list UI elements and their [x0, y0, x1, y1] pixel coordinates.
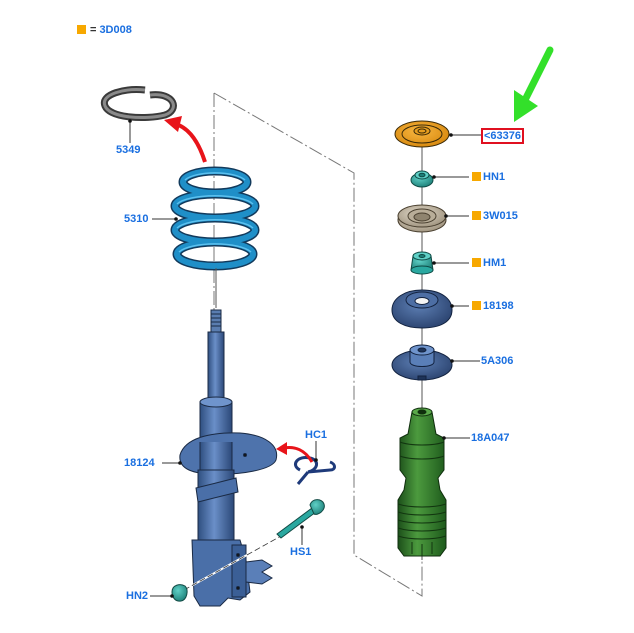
- legend: =3D008: [77, 24, 132, 36]
- bearing-washer-3w015[interactable]: [397, 204, 447, 233]
- assembly-outline: [213, 92, 423, 597]
- flange-nut-hn1[interactable]: [410, 170, 434, 188]
- callout-5310[interactable]: 5310: [124, 213, 149, 225]
- spring-insulator-ring-5349[interactable]: [100, 86, 177, 122]
- callout-63376-highlighted[interactable]: <63376: [481, 128, 525, 144]
- marker-square-icon: [472, 211, 481, 220]
- shock-absorber-strut-18124[interactable]: [179, 309, 278, 607]
- retaining-clip-hc1[interactable]: [294, 455, 336, 485]
- legend-code[interactable]: 3D008: [99, 24, 132, 36]
- green-arrow-icon: [514, 46, 554, 122]
- coil-spring-5310[interactable]: [170, 166, 260, 271]
- callout-hc1[interactable]: HC1: [305, 429, 328, 441]
- marker-square-icon: [77, 25, 86, 34]
- callout-5349[interactable]: 5349: [116, 144, 141, 156]
- callout-hn1[interactable]: HN1: [483, 171, 506, 183]
- callout-hn2[interactable]: HN2: [126, 590, 149, 602]
- bolt-hs1[interactable]: [276, 499, 325, 539]
- callout-18a047[interactable]: 18A047: [471, 432, 510, 444]
- top-cap-63376[interactable]: [394, 120, 450, 148]
- marker-square-icon: [472, 172, 481, 181]
- hex-nut-hm1[interactable]: [410, 251, 434, 275]
- callout-5a306[interactable]: 5A306: [481, 355, 514, 367]
- upper-mount-18198[interactable]: [391, 289, 453, 329]
- callout-hs1[interactable]: HS1: [290, 546, 312, 558]
- spring-seat-5a306[interactable]: [391, 344, 453, 381]
- red-arrow-icon: [164, 116, 207, 163]
- callout-18198[interactable]: 18198: [483, 300, 514, 312]
- marker-square-icon: [472, 301, 481, 310]
- red-arrow-icon: [276, 442, 314, 463]
- legend-equals: =: [90, 24, 97, 36]
- marker-square-icon: [472, 258, 481, 267]
- callout-18124[interactable]: 18124: [124, 457, 155, 469]
- callout-hm1[interactable]: HM1: [483, 257, 507, 269]
- callout-3w015[interactable]: 3W015: [483, 210, 518, 222]
- nut-hn2[interactable]: [171, 584, 188, 602]
- dust-boot-18a047[interactable]: [397, 407, 447, 557]
